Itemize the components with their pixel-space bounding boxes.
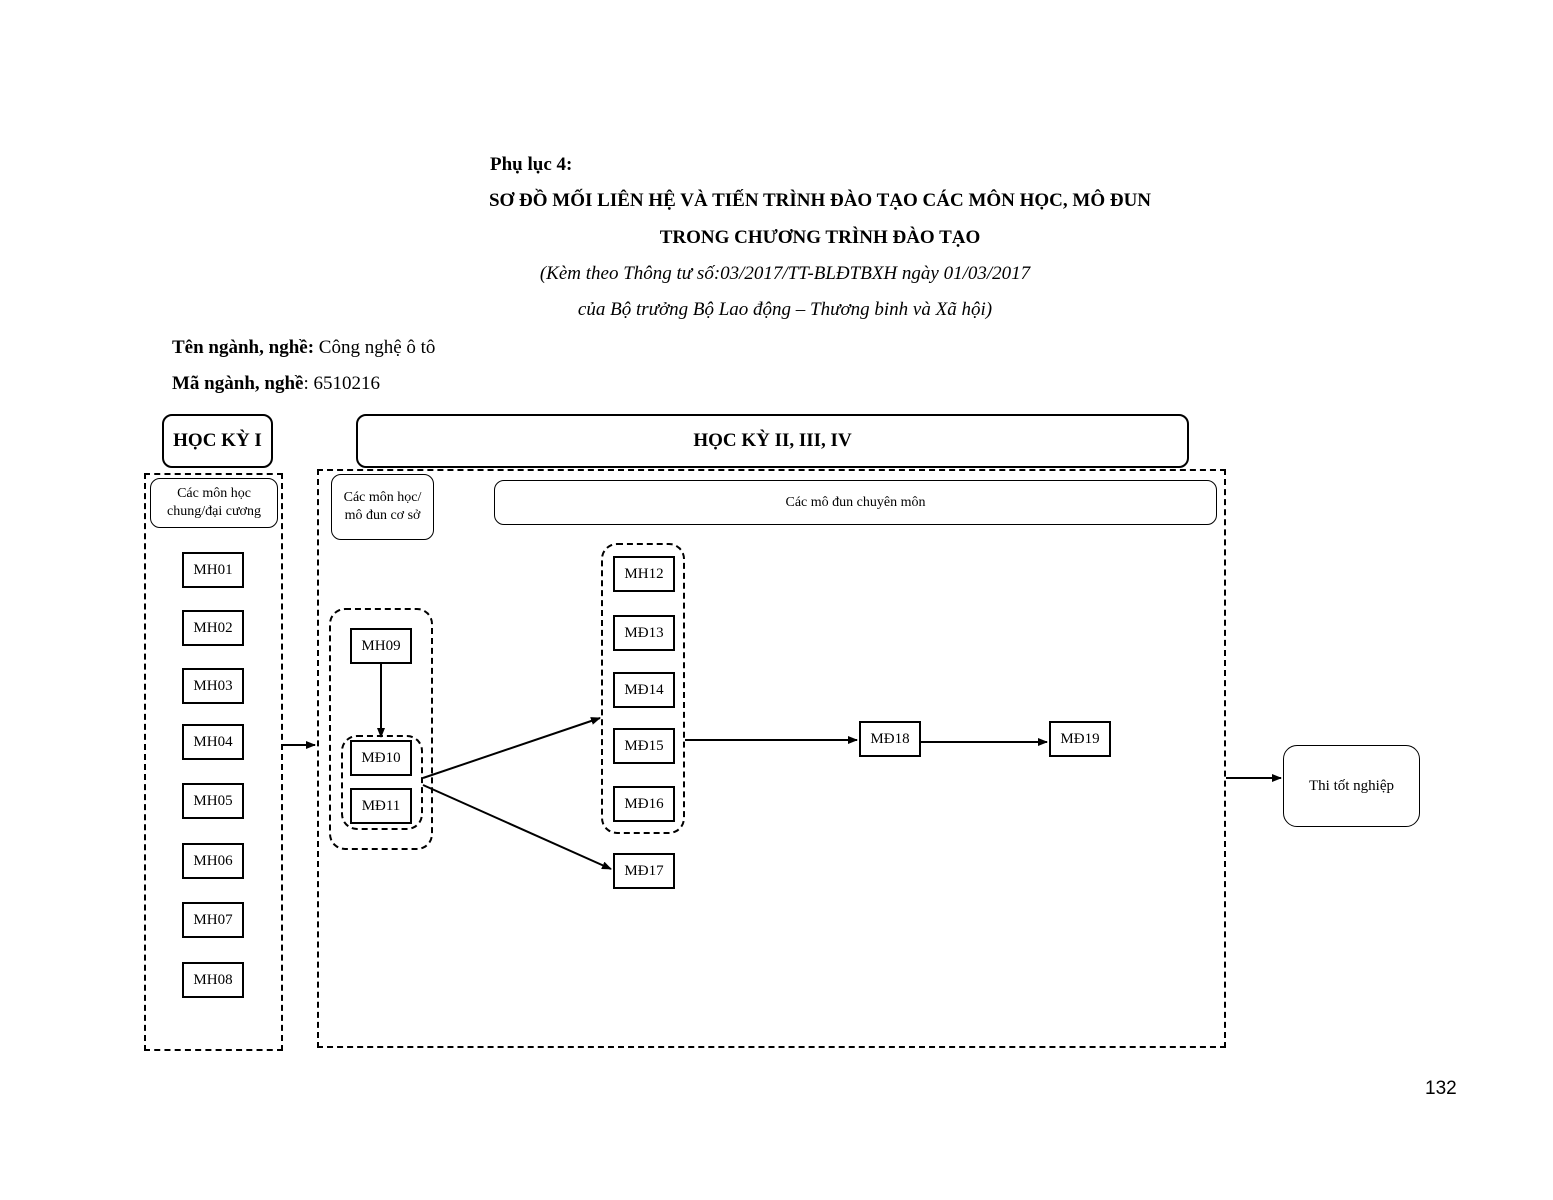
diagram-title-line-1: SƠ ĐỒ MỐI LIÊN HỆ VÀ TIẾN TRÌNH ĐÀO TẠO … [488,190,1152,211]
specialized-modules-label: Các mô đun chuyên môn [494,480,1217,525]
arrow-md11-to-md17 [422,784,612,870]
program-code-label: Mã ngành, nghề [172,373,304,394]
course-mh07: MH07 [182,902,244,938]
course-mh02: MH02 [182,610,244,646]
module-md11: MĐ11 [350,788,412,824]
course-mh04: MH04 [182,724,244,760]
course-mh09: MH09 [350,628,412,664]
module-md19: MĐ19 [1049,721,1111,757]
module-md14: MĐ14 [613,672,675,708]
base-modules-group [329,608,433,850]
module-md15: MĐ15 [613,728,675,764]
page-number: 132 [1425,1078,1457,1099]
graduation-exam-box: Thi tốt nghiệp [1283,745,1420,827]
arrow-md10-to-specialized-group [422,717,601,779]
module-md13: MĐ13 [613,615,675,651]
course-mh01: MH01 [182,552,244,588]
course-mh12: MH12 [613,556,675,592]
subtitle-line-1: (Kèm theo Thông tư số:03/2017/TT-BLĐTBXH… [539,263,1031,284]
program-name-value: Công nghệ ô tô [314,337,436,358]
module-md17: MĐ17 [613,853,675,889]
subtitle-line-2: của Bộ trưởng Bộ Lao động – Thương binh … [577,299,993,320]
program-code-row: Mã ngành, nghề: 6510216 [172,373,380,395]
general-courses-label-line-1: Các môn học [177,486,251,501]
course-mh06: MH06 [182,843,244,879]
base-courses-label-line-2: mô đun cơ sở [344,508,421,523]
program-name-row: Tên ngành, nghề: Công nghệ ô tô [172,337,435,359]
base-courses-label-line-1: Các môn học/ [343,490,422,505]
specialized-modules-group [601,543,685,834]
general-courses-label-line-2: chung/đại cương [167,504,261,519]
semester-2-4-header: HỌC KỲ II, III, IV [356,414,1189,468]
module-md18: MĐ18 [859,721,921,757]
module-md10: MĐ10 [350,740,412,776]
course-mh05: MH05 [182,783,244,819]
general-courses-label: Các môn học chung/đại cương [150,478,278,528]
diagram-title-line-2: TRONG CHƯƠNG TRÌNH ĐÀO TẠO [659,227,981,248]
course-mh08: MH08 [182,962,244,998]
semester-1-header: HỌC KỲ I [162,414,273,468]
base-courses-label: Các môn học/ mô đun cơ sở [331,474,434,540]
appendix-label: Phụ lục 4: [490,154,573,175]
semester-1-container [144,473,283,1051]
course-mh03: MH03 [182,668,244,704]
semester-2-4-container [317,469,1226,1048]
module-md16: MĐ16 [613,786,675,822]
program-code-value: : 6510216 [303,373,380,394]
program-name-label: Tên ngành, nghề: [172,337,315,358]
